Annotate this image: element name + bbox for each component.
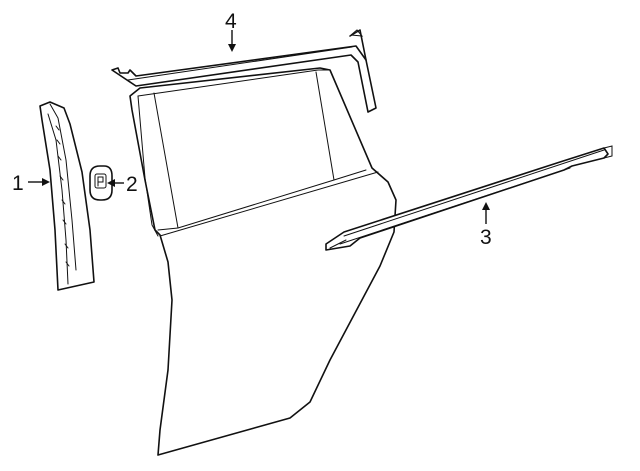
clip-part	[89, 165, 113, 201]
callout-2-leader	[107, 179, 124, 187]
belt-molding	[325, 145, 613, 251]
callout-3-leader	[482, 202, 490, 224]
upper-frame-molding	[111, 29, 377, 113]
callout-4-leader	[228, 30, 236, 52]
pillar-applique	[39, 101, 95, 291]
callout-1-leader	[28, 178, 50, 186]
callout-label-3: 3	[480, 226, 492, 249]
callout-label-4: 4	[225, 10, 237, 33]
rear-door-outline	[129, 67, 397, 456]
callout-label-1: 1	[12, 172, 24, 195]
callout-label-2: 2	[126, 173, 138, 196]
